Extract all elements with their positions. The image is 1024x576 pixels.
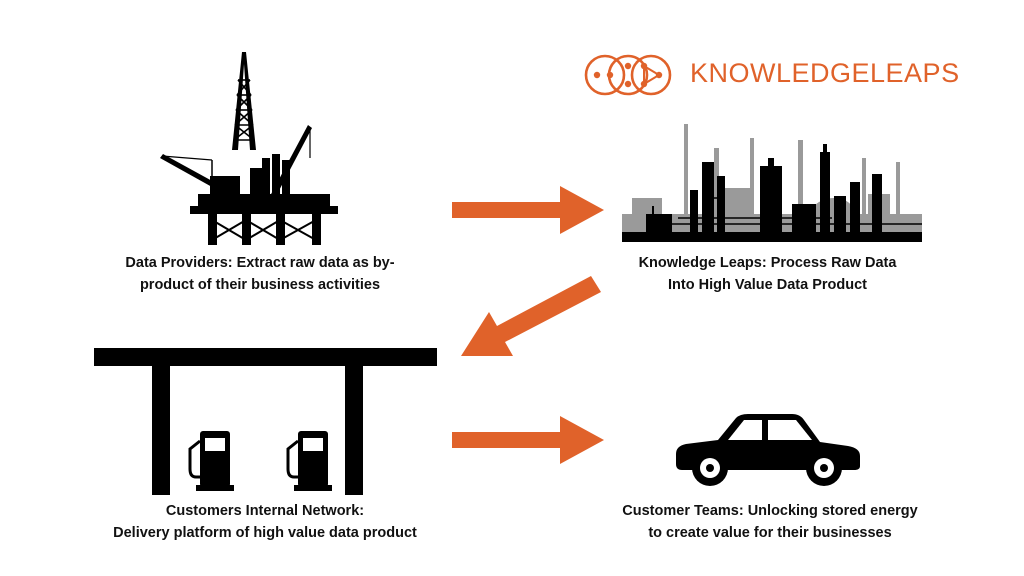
- caption-line: product of their business activities: [139, 277, 381, 293]
- caption-line: Customer Teams: Unlocking stored energy: [622, 503, 918, 519]
- arrow-right-icon: [452, 186, 604, 234]
- customer-teams-caption: Customer Teams: Unlocking stored energy …: [590, 500, 950, 544]
- oil-rig-icon: [160, 52, 338, 245]
- arrow-down-left-icon: [461, 276, 601, 356]
- caption-line: to create value for their businesses: [648, 525, 892, 541]
- car-icon: [676, 414, 860, 486]
- knowledge-leaps-caption: Knowledge Leaps: Process Raw Data Into H…: [595, 252, 940, 296]
- caption-line: Delivery platform of high value data pro…: [113, 525, 417, 541]
- arrow-right-icon: [452, 416, 604, 464]
- gas-station-icon: [94, 348, 437, 495]
- caption-line: Customers Internal Network:: [165, 503, 365, 519]
- logo-wordmark: KNOWLEDGELEAPS: [690, 58, 960, 88]
- logo-circles-icon: [584, 54, 672, 96]
- caption-line: Knowledge Leaps: Process Raw Data: [638, 255, 897, 271]
- data-providers-caption: Data Providers: Extract raw data as by- …: [95, 252, 425, 296]
- caption-line: Data Providers: Extract raw data as by-: [125, 255, 395, 271]
- caption-line: Into High Value Data Product: [668, 277, 867, 293]
- refinery-icon: [622, 124, 922, 242]
- customers-network-caption: Customers Internal Network: Delivery pla…: [75, 500, 455, 544]
